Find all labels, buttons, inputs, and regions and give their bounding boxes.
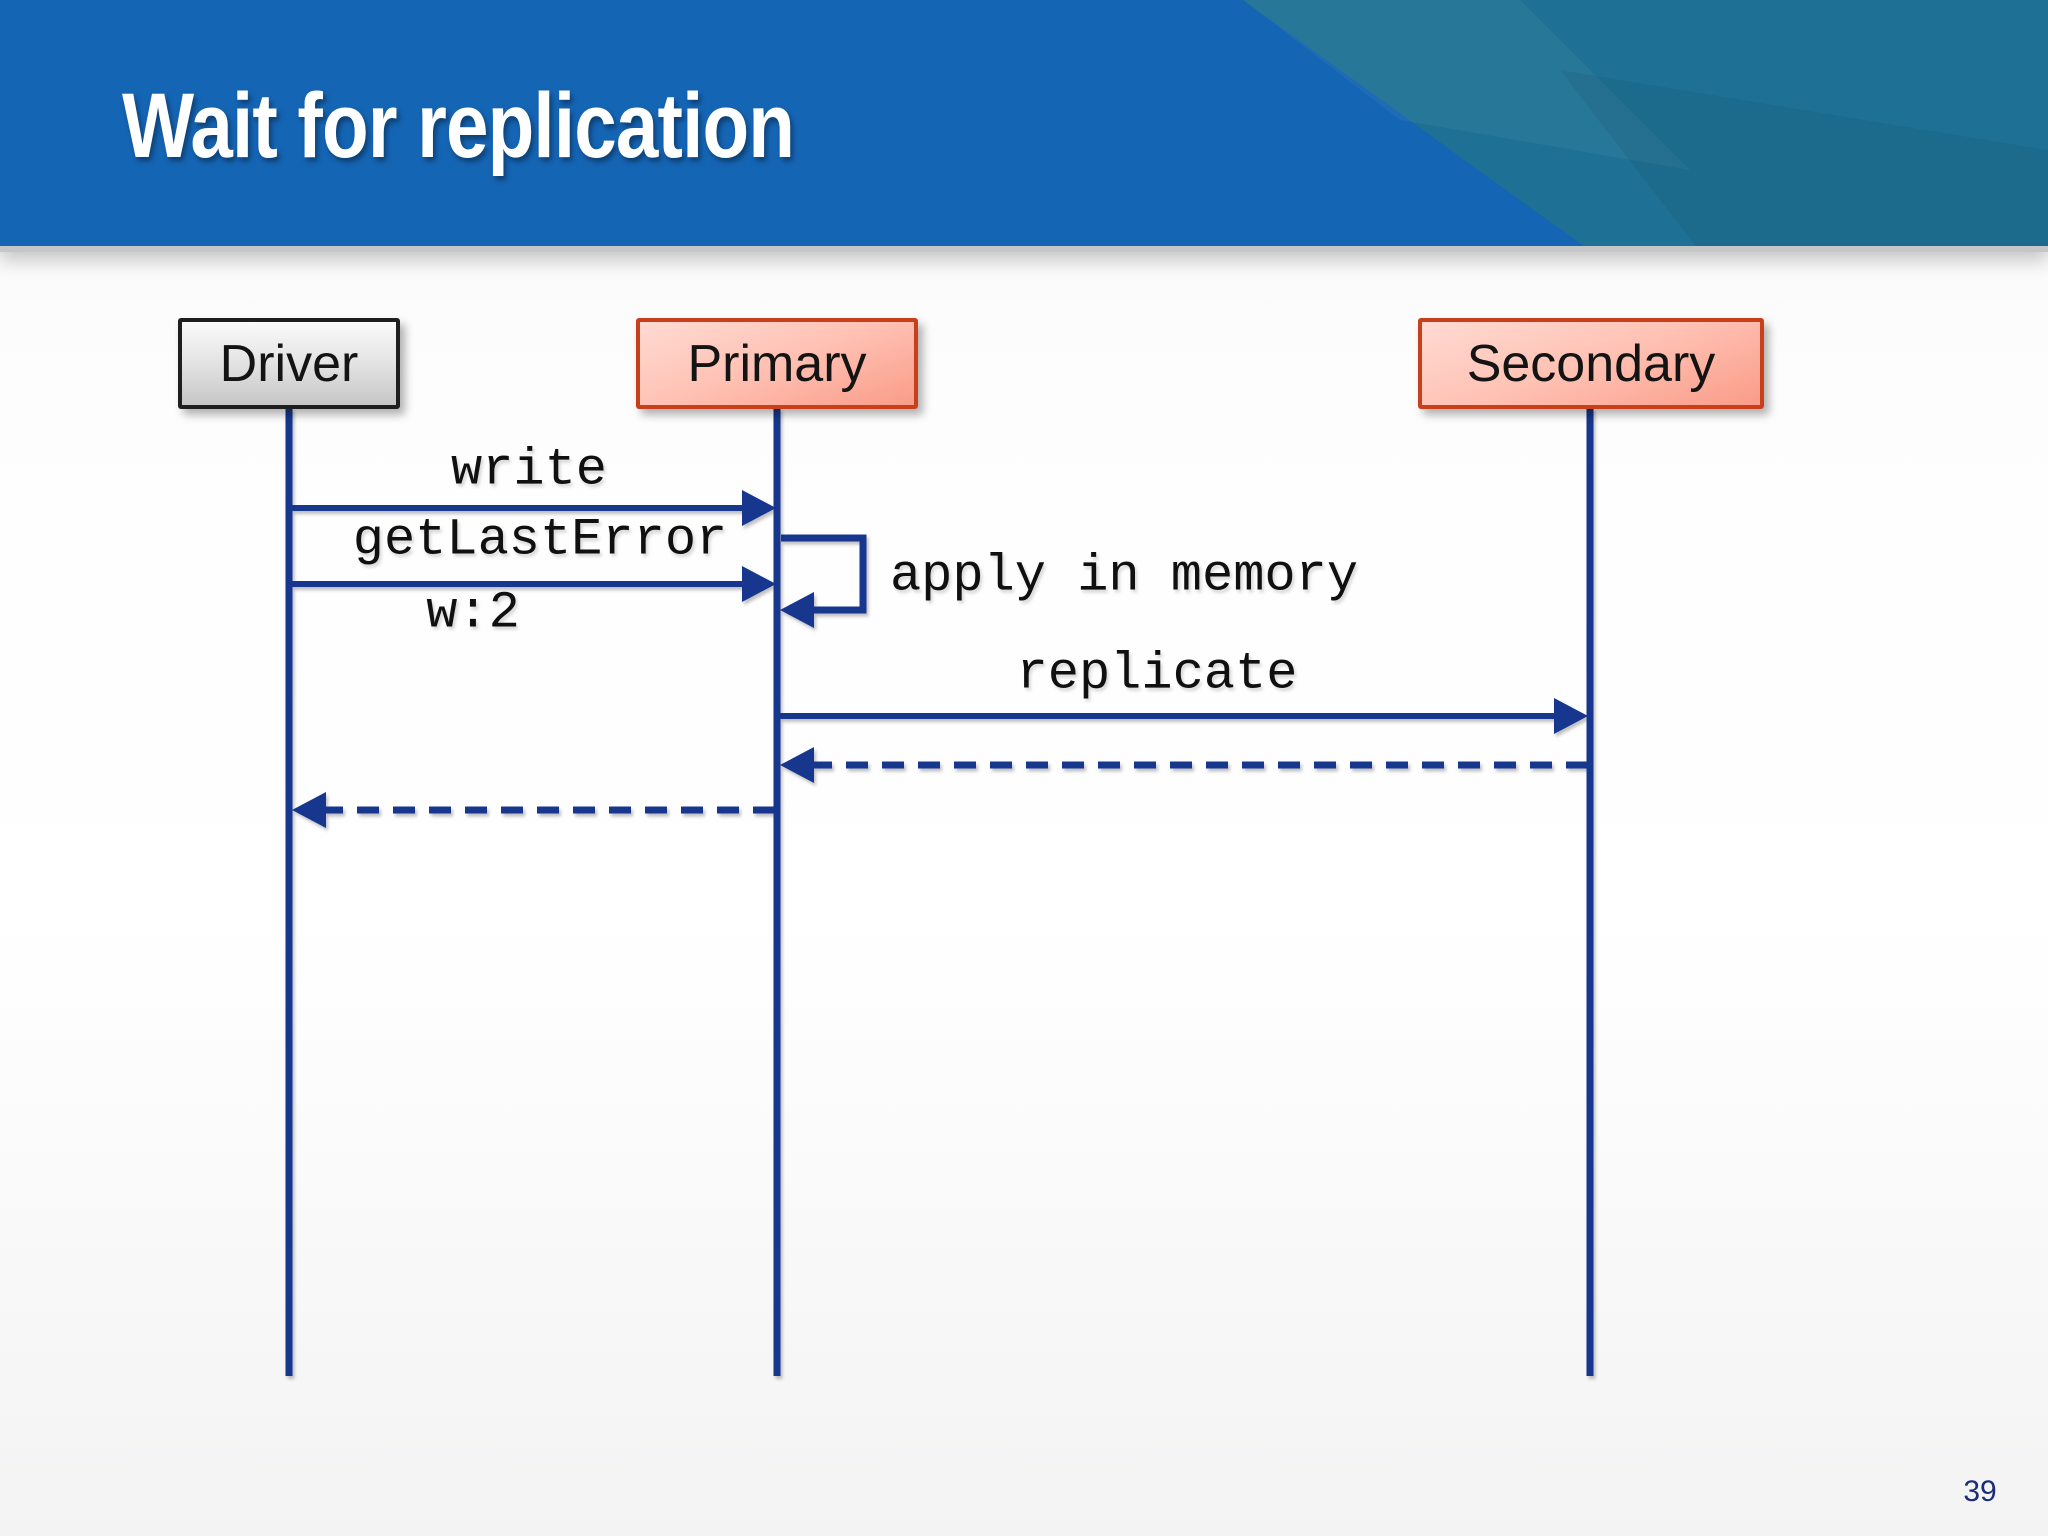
page-number: 39 (1963, 1475, 1997, 1508)
ack-secondary-to-primary-arrow (780, 747, 1588, 783)
slide-title: Wait for replication (122, 75, 795, 177)
getlasterror-arrow (292, 566, 776, 602)
ack-primary-to-driver-arrow (292, 792, 775, 828)
message-label-getlasterror: getLastError (352, 510, 728, 570)
slide-header: Wait for replication (0, 0, 2048, 252)
actor-box-primary: Primary (636, 318, 918, 409)
actor-label-secondary: Secondary (1466, 334, 1716, 393)
message-label-write: write (450, 440, 608, 500)
header-accent-shape (1243, 0, 2048, 246)
actor-box-secondary: Secondary (1418, 318, 1764, 409)
teal-facet-dark (1560, 70, 2048, 246)
teal-facet-light (1243, 0, 1690, 170)
teal-triangle (1243, 0, 2048, 246)
actor-label-primary: Primary (687, 334, 867, 393)
actor-box-driver: Driver (178, 318, 400, 409)
message-label-apply-in-memory: apply in memory (889, 546, 1359, 606)
actor-label-driver: Driver (219, 334, 359, 393)
message-label-replicate: replicate (1016, 644, 1298, 704)
message-label-w2: w:2 (426, 583, 520, 643)
apply-in-memory-self-arrow (780, 534, 867, 628)
